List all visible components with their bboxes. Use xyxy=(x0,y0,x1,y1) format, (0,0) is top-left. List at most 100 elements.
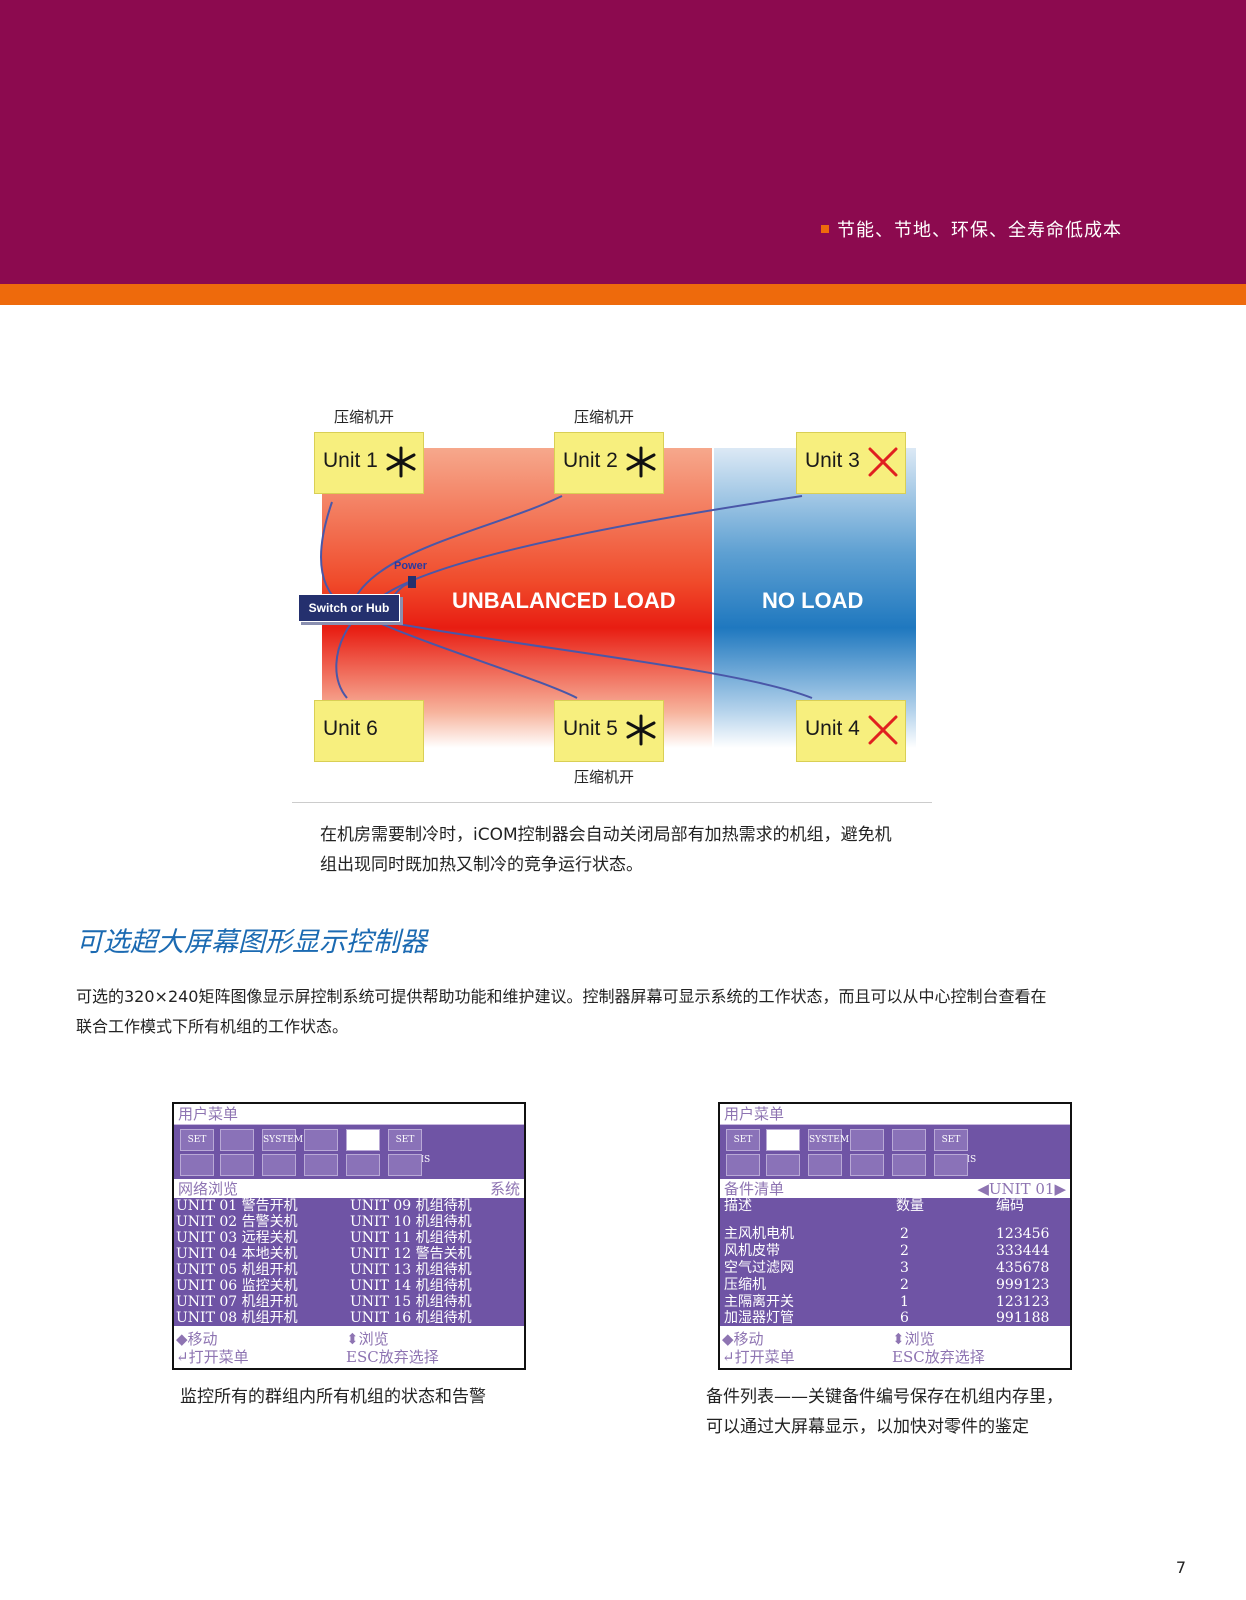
lcd-unit-row: UNIT 14 机组待机 xyxy=(350,1278,472,1294)
power-plug-icon xyxy=(408,576,416,588)
lcd-col-desc: 描述 xyxy=(724,1198,752,1214)
network-diagram: 压缩机开 压缩机开 Unit 1 Unit 2 Unit 3 UNBALANCE… xyxy=(292,408,932,810)
lcd-esc-hint: ESC放弃选择 xyxy=(346,1348,439,1366)
fan-icon xyxy=(726,1154,760,1176)
snowflake-icon xyxy=(626,446,656,478)
lcd-unit-row: UNIT 13 机组待机 xyxy=(350,1262,472,1278)
graph-icon xyxy=(304,1129,338,1151)
service-icon xyxy=(220,1154,254,1176)
power-label: Power xyxy=(394,560,428,572)
unit-6-box: Unit 6 xyxy=(314,700,424,762)
part-qty: 1 xyxy=(900,1294,909,1310)
part-code: 123456 xyxy=(996,1226,1050,1242)
diagram-caption-line-1: 在机房需要制冷时，iCOM控制器会自动关闭局部有加热需求的机组，避免机 xyxy=(320,825,892,845)
unit-4-label: Unit 4 xyxy=(805,717,860,740)
tagline-text: 节能、节地、环保、全寿命低成本 xyxy=(837,220,1122,241)
lcd-open-hint: ↵打开菜单 xyxy=(176,1348,249,1366)
unit-3-label: Unit 3 xyxy=(805,449,860,472)
lcd-section-header: 网络浏览 系统 xyxy=(174,1180,524,1198)
part-desc: 空气过滤网 xyxy=(724,1260,794,1276)
unit1-compressor-label: 压缩机开 xyxy=(334,408,395,426)
unit-6-label: Unit 6 xyxy=(323,717,378,740)
lcd-browse-hint: ⬍浏览 xyxy=(346,1330,389,1348)
maintenance-icon xyxy=(934,1154,968,1176)
lcd-unit-row: UNIT 02 告警关机 xyxy=(176,1214,298,1230)
service-icon xyxy=(766,1154,800,1176)
system-icon: SYSTEM xyxy=(808,1129,849,1151)
lcd-col-code: 编码 xyxy=(996,1198,1024,1214)
unit-1-box: Unit 1 xyxy=(314,432,424,494)
lcd-unit-list: UNIT 01 警告开机 UNIT 02 告警关机 UNIT 03 远程关机 U… xyxy=(174,1198,524,1326)
lcd2-caption-line-1: 备件列表——关键备件编号保存在机组内存里， xyxy=(706,1387,1063,1407)
unit-3-box: Unit 3 xyxy=(796,432,906,494)
part-code: 435678 xyxy=(996,1260,1050,1276)
diagram-caption: 在机房需要制冷时，iCOM控制器会自动关闭局部有加热需求的机组，避免机 组出现同… xyxy=(320,820,940,880)
unit-2-box: Unit 2 xyxy=(554,432,664,494)
lcd-unit-row: UNIT 04 本地关机 xyxy=(176,1246,298,1262)
unit-4-box: Unit 4 xyxy=(796,700,906,762)
lcd-parts-list: 描述 数量 编码 主风机电机 2 123456 风机皮带 2 333444 空气… xyxy=(720,1198,1070,1326)
unit-5-box: Unit 5 xyxy=(554,700,664,762)
part-qty: 2 xyxy=(900,1277,909,1293)
no-load-label: NO LOAD xyxy=(762,588,864,613)
header-band xyxy=(0,0,1246,284)
off-x-icon xyxy=(868,447,898,477)
lcd1-caption: 监控所有的群组内所有机组的状态和告警 xyxy=(180,1387,486,1407)
fan-icon xyxy=(180,1154,214,1176)
snowflake-icon xyxy=(626,714,656,746)
set-alarms-icon: SET ALARMS xyxy=(388,1129,430,1165)
unit-5-label: Unit 5 xyxy=(563,717,618,740)
snowflake-icon xyxy=(386,446,416,478)
section-body-line-2: 联合工作模式下所有机组的工作状态。 xyxy=(76,1017,349,1036)
part-qty: 2 xyxy=(900,1243,909,1259)
lcd-section-header: 备件清单 ◀UNIT 01▶ xyxy=(720,1180,1070,1198)
lcd2-caption: 备件列表——关键备件编号保存在机组内存里， 可以通过大屏幕显示，以加快对零件的鉴… xyxy=(706,1382,1063,1442)
part-desc: 主风机电机 xyxy=(724,1226,794,1242)
page-number: 7 xyxy=(1175,1558,1186,1577)
set-alarms-icon: SET ALARMS xyxy=(934,1129,976,1165)
list-icon xyxy=(346,1154,380,1176)
switch-hub: Switch or Hub xyxy=(298,594,400,622)
tools-icon xyxy=(262,1154,296,1176)
accent-stripe xyxy=(0,284,1246,305)
gauge-icon xyxy=(304,1154,338,1176)
lcd-browse-hint: ⬍浏览 xyxy=(892,1330,935,1348)
set-icon: SET xyxy=(726,1129,760,1151)
part-qty: 2 xyxy=(900,1226,909,1242)
graph-icon xyxy=(850,1129,884,1151)
part-desc: 主隔离开关 xyxy=(724,1294,794,1310)
lcd-unit-row: UNIT 12 警告关机 xyxy=(350,1246,472,1262)
unit-2-label: Unit 2 xyxy=(563,449,618,472)
unit5-compressor-label: 压缩机开 xyxy=(574,768,635,786)
lcd-unit-selector: ◀UNIT 01▶ xyxy=(977,1180,1066,1198)
lcd-unit-row: UNIT 16 机组待机 xyxy=(350,1310,472,1326)
unit2-compressor-label: 压缩机开 xyxy=(574,408,635,426)
section-body: 可选的320×240矩阵图像显示屏控制系统可提供帮助功能和维护建议。控制器屏幕可… xyxy=(76,982,1176,1042)
part-desc: 加湿器灯管 xyxy=(724,1310,794,1326)
off-x-icon xyxy=(868,715,898,745)
diagram-caption-line-2: 组出现同时既加热又制冷的竞争运行状态。 xyxy=(320,855,643,875)
lcd-section-left: 网络浏览 xyxy=(178,1180,239,1198)
header-tagline: 节能、节地、环保、全寿命低成本 xyxy=(821,216,1122,242)
gauge-icon xyxy=(850,1154,884,1176)
tools-icon xyxy=(808,1154,842,1176)
section-title: 可选超大屏幕图形显示控制器 xyxy=(76,927,427,958)
lcd-unit-row: UNIT 08 机组开机 xyxy=(176,1310,298,1326)
lcd2-caption-line-2: 可以通过大屏幕显示，以加快对零件的鉴定 xyxy=(706,1417,1029,1437)
section-body-line-1: 可选的320×240矩阵图像显示屏控制系统可提供帮助功能和维护建议。控制器屏幕可… xyxy=(76,987,1047,1006)
lcd-unit-row: UNIT 06 监控关机 xyxy=(176,1278,298,1294)
lcd-unit-row: UNIT 11 机组待机 xyxy=(350,1230,472,1246)
document-icon xyxy=(766,1129,800,1151)
part-desc: 风机皮带 xyxy=(724,1243,780,1259)
list-icon xyxy=(892,1154,926,1176)
lcd-spare-parts: 用户菜单 SET SYSTEM SET ALARMS 备件清单 ◀UNIT 01… xyxy=(718,1102,1072,1370)
lcd-move-hint: ◆移动 xyxy=(176,1330,218,1348)
lcd-icon-bar: SET SYSTEM SET ALARMS xyxy=(720,1125,1070,1179)
network-wires xyxy=(320,495,813,699)
part-code: 333444 xyxy=(996,1243,1050,1259)
lcd-footer: ◆移动 ⬍浏览 ↵打开菜单 ESC放弃选择 xyxy=(174,1326,524,1368)
part-code: 991188 xyxy=(996,1310,1050,1326)
unit-1-label: Unit 1 xyxy=(323,449,378,472)
no-load-zone xyxy=(714,448,916,748)
network-icon xyxy=(892,1129,926,1151)
